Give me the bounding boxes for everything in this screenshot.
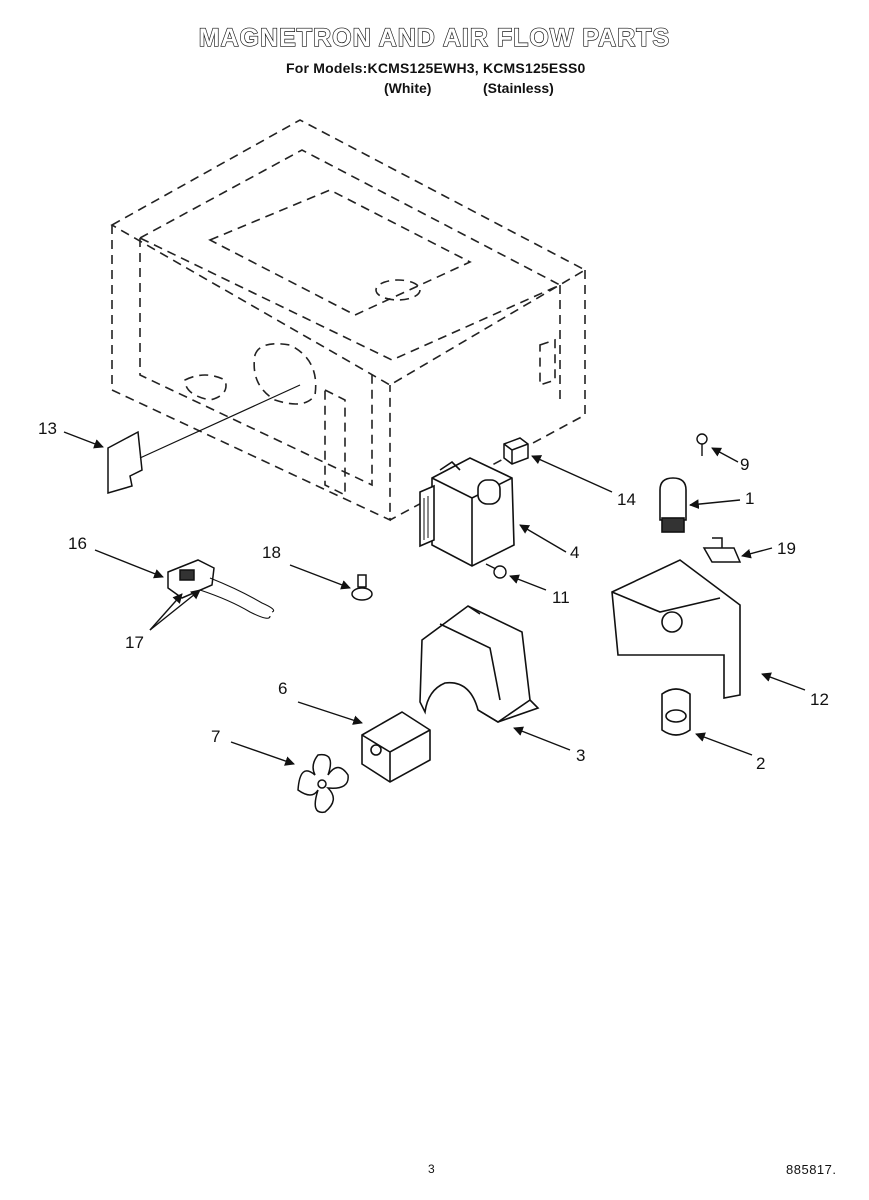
part-14-block (503, 437, 529, 465)
model-numbers: For Models:KCMS125EWH3, KCMS125ESS0 (286, 60, 586, 76)
callout-13: 13 (38, 419, 57, 438)
part-13-bracket (107, 384, 301, 494)
callout-14: 14 (617, 490, 636, 509)
part-9-screw (696, 433, 708, 456)
part-4-magnetron (419, 457, 515, 567)
leader-lines (63, 431, 806, 766)
callout-1: 1 (745, 489, 754, 508)
callout-17: 17 (125, 633, 144, 652)
part-1-lamp (659, 477, 687, 533)
variant-white-label: (White) (384, 80, 432, 96)
part-7-fan-blade (297, 753, 349, 814)
callout-11: 11 (552, 588, 570, 607)
callout-6: 6 (278, 679, 287, 698)
callout-12: 12 (810, 690, 829, 709)
part-16-thermal-cutout (167, 559, 275, 619)
callout-9: 9 (740, 455, 749, 474)
callout-7: 7 (211, 727, 220, 746)
part-6-fan-motor (361, 711, 431, 783)
part-12-lamp-bracket (611, 559, 741, 699)
part-19-clip (702, 537, 742, 563)
callout-19: 19 (777, 539, 796, 558)
variant-stainless-label: (Stainless) (483, 80, 554, 96)
callout-4: 4 (570, 543, 579, 562)
part-3-air-duct (419, 605, 540, 723)
callout-18: 18 (262, 543, 281, 562)
page-title: MAGNETRON AND AIR FLOW PARTS (198, 23, 671, 52)
callout-2: 2 (756, 754, 765, 773)
part-18-foot (351, 574, 373, 601)
document-number: 885817. (786, 1162, 837, 1177)
page-number: 3 (428, 1162, 435, 1176)
part-2-socket (661, 688, 691, 736)
callout-3: 3 (576, 746, 585, 765)
callout-16: 16 (68, 534, 87, 553)
part-11-screw (485, 563, 507, 579)
